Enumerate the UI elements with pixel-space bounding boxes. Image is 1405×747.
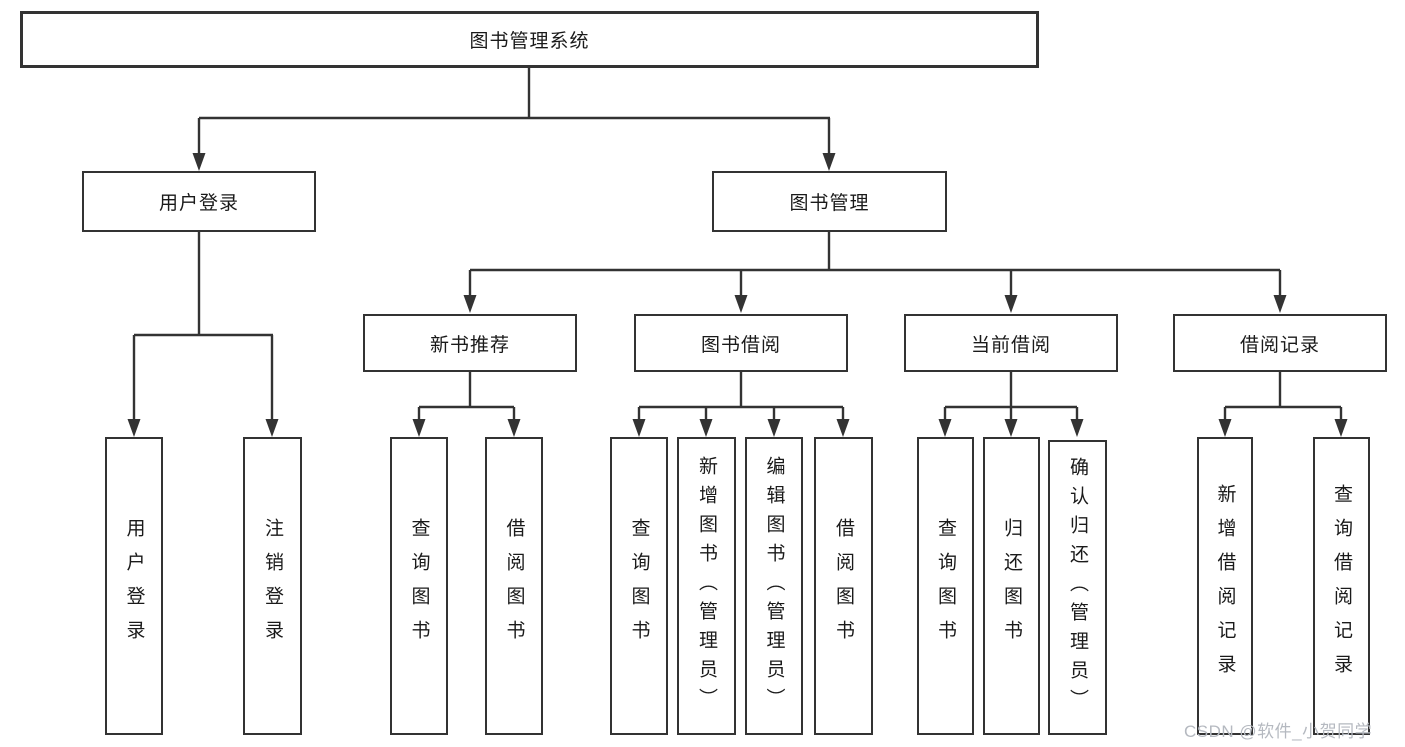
node-library-management-system: 图书管理系统 bbox=[20, 11, 1039, 68]
node-book-borrowing: 图书借阅 bbox=[634, 314, 848, 372]
node-book-management: 图书管理 bbox=[712, 171, 947, 232]
leaf-query-books-current-label: 查询图书 bbox=[935, 518, 956, 654]
leaf-add-borrow-record-label: 新增借阅记录 bbox=[1214, 484, 1236, 688]
leaf-borrow-books-borrowing-label: 借阅图书 bbox=[833, 518, 854, 654]
leaf-confirm-return-admin: 确认归还（管理员） bbox=[1048, 440, 1107, 735]
leaf-query-books-recommend-label: 查询图书 bbox=[408, 518, 430, 654]
leaf-add-books-admin-label: 新增图书（管理员） bbox=[696, 455, 717, 717]
leaf-query-borrow-record-label: 查询借阅记录 bbox=[1331, 484, 1352, 688]
leaf-borrow-books-borrowing: 借阅图书 bbox=[814, 437, 873, 735]
leaf-edit-books-admin: 编辑图书（管理员） bbox=[745, 437, 803, 735]
leaf-query-books-recommend: 查询图书 bbox=[390, 437, 448, 735]
leaf-user-login-label: 用户登录 bbox=[123, 518, 145, 654]
leaf-edit-books-admin-label: 编辑图书（管理员） bbox=[763, 455, 785, 717]
csdn-watermark: CSDN @软件_小贺同学 bbox=[1184, 722, 1373, 741]
leaf-return-books: 归还图书 bbox=[983, 437, 1040, 735]
leaf-logout-label: 注销登录 bbox=[262, 518, 283, 654]
leaf-query-books-current: 查询图书 bbox=[917, 437, 974, 735]
leaf-borrow-books-recommend-label: 借阅图书 bbox=[503, 518, 525, 654]
leaf-add-books-admin: 新增图书（管理员） bbox=[677, 437, 736, 735]
leaf-borrow-books-recommend: 借阅图书 bbox=[485, 437, 543, 735]
leaf-query-books-borrowing-label: 查询图书 bbox=[628, 518, 650, 654]
leaf-confirm-return-admin-label: 确认归还（管理员） bbox=[1067, 457, 1088, 718]
leaf-return-books-label: 归还图书 bbox=[1001, 518, 1022, 654]
node-borrow-records: 借阅记录 bbox=[1173, 314, 1387, 372]
leaf-query-borrow-record: 查询借阅记录 bbox=[1313, 437, 1370, 735]
leaf-logout: 注销登录 bbox=[243, 437, 302, 735]
leaf-query-books-borrowing: 查询图书 bbox=[610, 437, 668, 735]
node-new-book-recommendation: 新书推荐 bbox=[363, 314, 577, 372]
node-user-login: 用户登录 bbox=[82, 171, 316, 232]
node-current-borrow: 当前借阅 bbox=[904, 314, 1118, 372]
leaf-add-borrow-record: 新增借阅记录 bbox=[1197, 437, 1253, 735]
leaf-user-login: 用户登录 bbox=[105, 437, 163, 735]
